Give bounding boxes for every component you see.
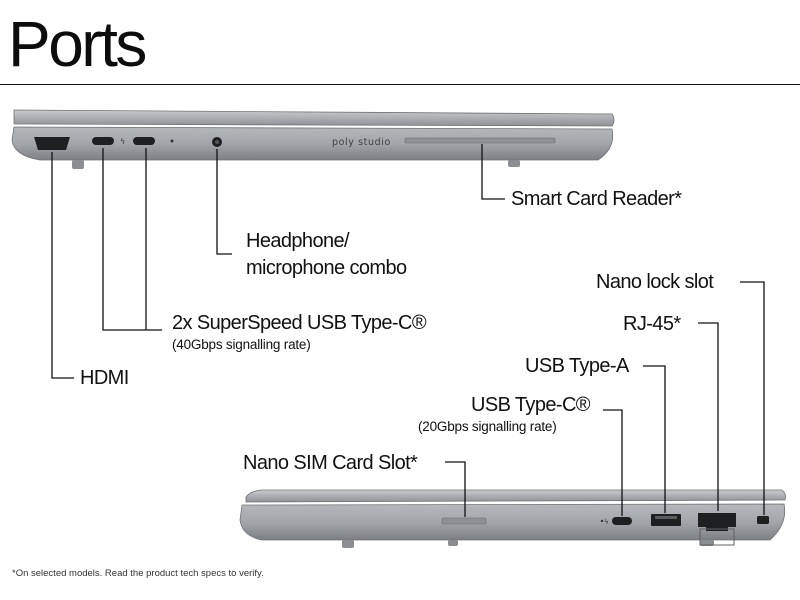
usb-c-port-1 [92, 137, 114, 145]
laptop-right-lid [245, 489, 786, 503]
leader-nano-sim [445, 461, 466, 517]
leader-hdmi [51, 152, 74, 379]
usb-c-port-2 [133, 137, 155, 145]
title-divider [0, 84, 800, 85]
left-leader-lines [51, 144, 505, 379]
laptop-left-foot [72, 160, 84, 169]
led-indicator [170, 139, 174, 143]
thunderbolt-icon: ϟ [120, 137, 125, 146]
label-usbc-superspeed: 2x SuperSpeed USB Type-C® [172, 312, 427, 334]
hdmi-port [34, 137, 70, 150]
laptop-right-side: ϟ [239, 489, 786, 548]
label-headphone-line2: microphone combo [246, 257, 407, 279]
label-usb-type-c-right: USB Type-C® [471, 394, 591, 416]
label-usb-type-a: USB Type-A [525, 355, 629, 377]
label-headphone-line1: Headphone/ [246, 230, 350, 252]
right-leader-lines [445, 281, 765, 517]
smart-card-slot [404, 137, 556, 144]
label-nano-lock-slot: Nano lock slot [596, 271, 714, 293]
leader-usbc-right [603, 409, 623, 516]
laptop-right-base [239, 503, 786, 541]
leader-usb-a [643, 365, 666, 513]
laptop-left-base [11, 126, 614, 161]
usb-c-port-right [612, 517, 632, 525]
laptop-left-lid [13, 109, 615, 127]
usb-c-charge-icon: ϟ [604, 518, 609, 526]
usb-a-port [651, 514, 681, 526]
label-usb-type-c-right-rate: (20Gbps signalling rate) [418, 419, 557, 434]
laptop-left-foot-rear [508, 160, 520, 167]
nano-sim-slot [441, 517, 487, 525]
leader-rj45 [698, 322, 719, 511]
nano-lock-slot [757, 516, 769, 524]
label-smart-card-reader: Smart Card Reader* [511, 188, 682, 210]
laptop-left-side: ϟ [11, 109, 615, 169]
footnote: *On selected models. Read the product te… [12, 568, 264, 579]
label-nano-sim-slot: Nano SIM Card Slot* [243, 452, 418, 474]
label-rj45: RJ-45* [623, 313, 681, 335]
leader-headphone [216, 149, 232, 255]
leader-nano-lock [740, 281, 765, 515]
brand-mark: poly studio [332, 137, 391, 148]
label-hdmi: HDMI [80, 367, 129, 389]
rj45-hinge [699, 528, 735, 546]
label-usbc-superspeed-rate: (40Gbps signalling rate) [172, 337, 311, 352]
page-title: Ports [8, 8, 147, 80]
leader-usbc-1 [102, 148, 162, 331]
leader-smart-card [481, 144, 505, 200]
rj45-port [698, 513, 736, 531]
